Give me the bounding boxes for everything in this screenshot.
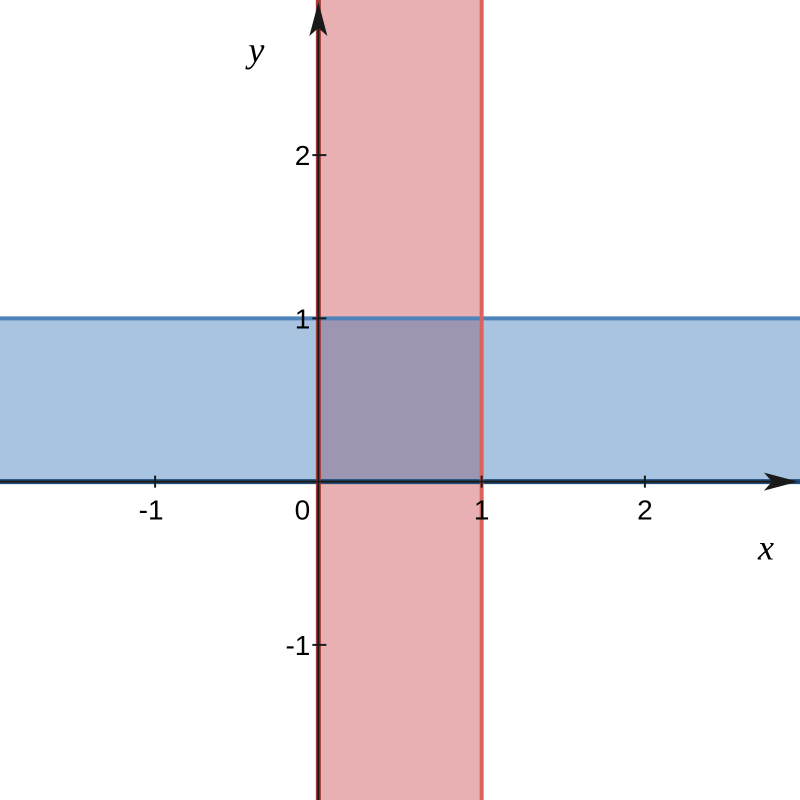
x-tick-label: 2 bbox=[637, 495, 653, 526]
y-axis-arrowhead bbox=[309, 2, 328, 36]
y-tick-label: -1 bbox=[285, 630, 310, 661]
labels-layer: x y -1 0 1 2 -1 1 2 bbox=[139, 30, 774, 661]
y-tick-label: 1 bbox=[295, 303, 311, 334]
x-tick-label: -1 bbox=[139, 495, 164, 526]
y-tick-label: 2 bbox=[295, 140, 311, 171]
y-axis-label: y bbox=[245, 30, 264, 70]
overlap-region bbox=[318, 318, 482, 482]
x-tick-label: 0 bbox=[295, 495, 311, 526]
x-tick-label: 1 bbox=[474, 495, 490, 526]
x-axis-label: x bbox=[757, 528, 774, 568]
x-axis-arrowhead bbox=[764, 472, 798, 491]
